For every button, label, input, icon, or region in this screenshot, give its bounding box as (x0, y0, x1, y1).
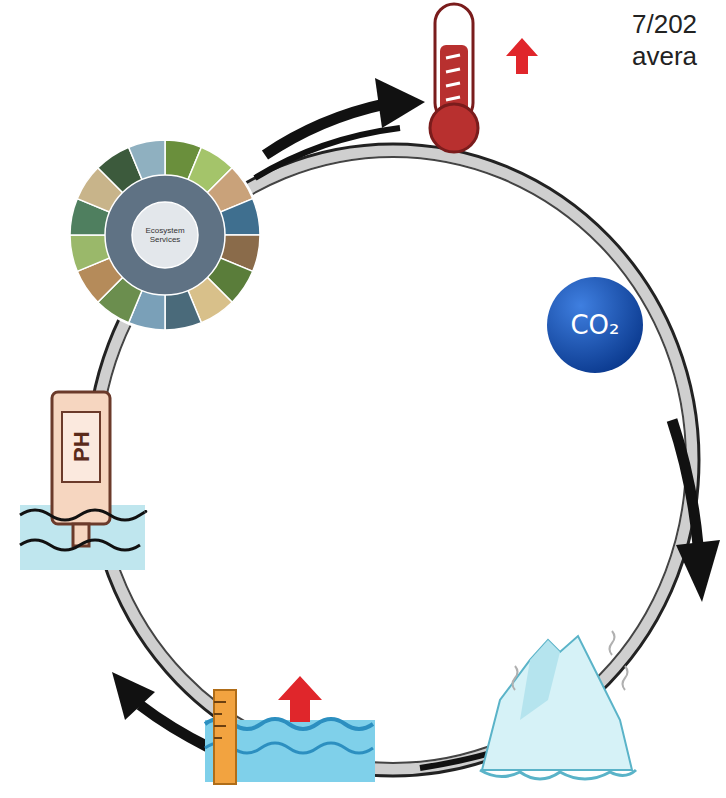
thermometer-ticks (446, 55, 460, 100)
cycle-ring-outer (87, 144, 699, 776)
heading-fragment: avera (632, 42, 697, 72)
heat-waves (513, 631, 628, 690)
ecosystem-wheel (69, 139, 261, 331)
cycle-arrowhead (112, 672, 155, 720)
cycle-arrow-band (672, 420, 698, 545)
ph-text: PH (68, 432, 93, 463)
heading-fragment: 7/202 (632, 10, 697, 40)
rise-arrow (278, 676, 322, 722)
level-ruler (214, 690, 236, 784)
iceberg-melt (480, 770, 636, 779)
ph-wave (20, 510, 146, 520)
cycle-arrowhead (375, 78, 425, 128)
ph-probe-panel (62, 412, 100, 482)
cycle-arrow-band (255, 128, 400, 178)
melting-iceberg (482, 636, 632, 770)
iceberg-shade (520, 640, 560, 720)
ph-probe (52, 392, 110, 524)
cycle-ring-inner (100, 157, 686, 763)
ph-water (20, 505, 145, 570)
ph-wave (20, 540, 140, 550)
cycle-arrowhead (676, 540, 720, 602)
cycle-arrow-band (140, 705, 210, 748)
wheel-centre-text: Ecosystem Services (136, 226, 194, 244)
ruler-ticks (214, 702, 226, 738)
wheel-rim (69, 139, 261, 331)
thermometer-bulb (430, 104, 478, 152)
co2-circle: CO₂ (545, 275, 645, 375)
node-text: CO₂ (570, 310, 619, 340)
wheel-centre (132, 202, 198, 268)
wheel-band (105, 175, 225, 295)
rise-arrow (506, 38, 538, 74)
cycle-ring-shade (93, 150, 693, 770)
